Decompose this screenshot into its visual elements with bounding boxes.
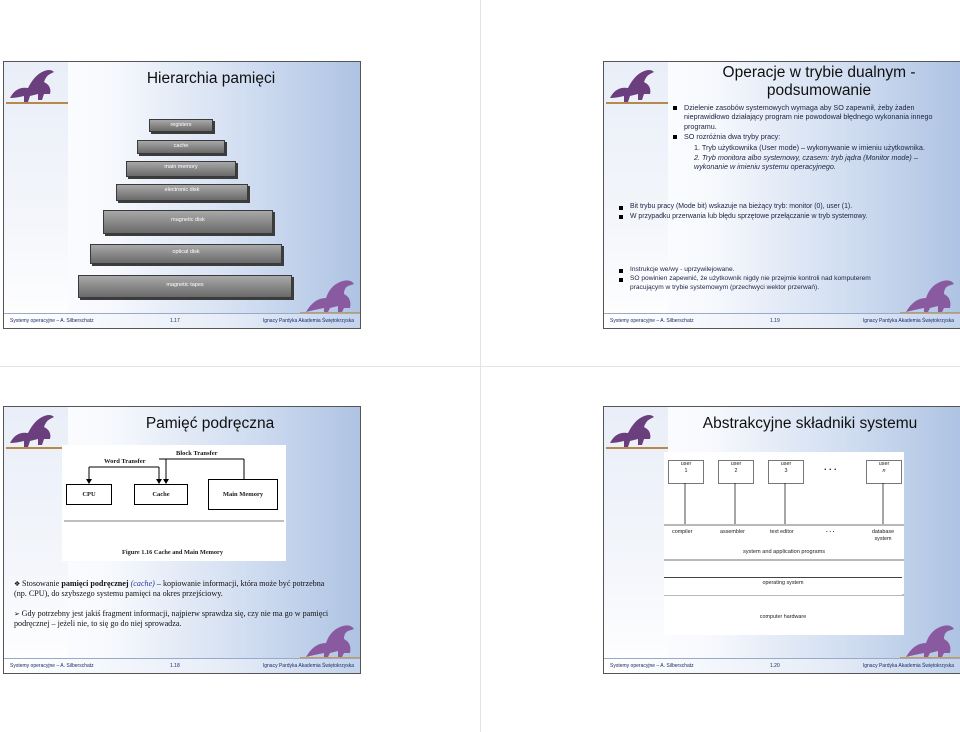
bullet-item: Bit trybu pracy (Mode bit) wskazuje na b… xyxy=(618,203,918,212)
bullet-item: Instrukcje we/wy - uprzywilejowane. xyxy=(618,266,896,274)
footer-author: Systemy operacyjne – A. Silberschatz xyxy=(610,663,694,669)
footer-publisher: Ignacy Pardyka Akademia Świętokrzyska xyxy=(862,663,954,669)
slide-footer: Systemy operacyjne – A. Silberschatz 1.1… xyxy=(4,313,360,328)
footer-page-number: 1.18 xyxy=(170,663,180,669)
program-compiler: compiler xyxy=(672,529,693,535)
footer-publisher: Ignacy Pardyka Akademia Świętokrzyska xyxy=(262,663,354,669)
dinosaur-icon xyxy=(606,70,668,104)
system-application-programs-label: system and application programs xyxy=(742,549,826,555)
cpu-box: CPU xyxy=(66,484,112,505)
dinosaur-icon xyxy=(6,415,68,449)
footer-page-number: 1.20 xyxy=(770,663,780,669)
operating-system-box: operating system xyxy=(664,577,902,595)
pyramid-level-optical-disk: optical disk xyxy=(90,244,282,264)
bullet-list-mode-bit: Bit trybu pracy (Mode bit) wskazuje na b… xyxy=(618,203,918,223)
slide-stripe xyxy=(4,407,68,673)
pyramid-level-registers: registers xyxy=(149,119,213,132)
pyramid-level-magnetic-tapes: magnetic tapes xyxy=(78,275,292,298)
dinosaur-icon xyxy=(6,70,68,104)
bullet-list-main: Dzielenie zasobów systemowych wymaga aby… xyxy=(672,103,944,173)
cache-paragraph-2: ➢ Gdy potrzebny jest jakiś fragment info… xyxy=(14,609,329,628)
program-ellipsis: . . . xyxy=(826,528,835,534)
footer-author: Systemy operacyjne – A. Silberschatz xyxy=(10,663,94,669)
pyramid-level-main-memory: main memory xyxy=(126,161,236,177)
computer-hardware-box: computer hardware xyxy=(664,612,902,628)
slide-stripe xyxy=(4,62,68,328)
bullet-item: SO rozróżnia dwa tryby pracy: xyxy=(672,132,944,141)
slide-cache-memory: Pamięć podręczna Word Transfer Block Tra… xyxy=(3,406,361,674)
program-text-editor: text editor xyxy=(770,529,794,535)
slide-title: Abstrakcyjne składniki systemu xyxy=(702,415,918,432)
diamond-bullet-icon: ❖ xyxy=(14,580,23,588)
block-transfer-label: Block Transfer xyxy=(176,450,218,457)
arrow-bullet-icon: ➢ xyxy=(14,610,22,618)
cache-diagram-figure: Word Transfer Block Transfer CPU Cache M… xyxy=(62,445,286,561)
footer-page-number: 1.19 xyxy=(770,318,780,324)
cache-paragraph-1: ❖ Stosowanie pamięci podręcznej (cache) … xyxy=(14,579,325,598)
slide-title: Operacje w trybie dualnym - podsumowanie xyxy=(722,64,916,99)
sub-item: 1. Tryb użytkownika (User mode) – wykony… xyxy=(694,142,925,152)
slide-dual-mode: Operacje w trybie dualnym - podsumowanie… xyxy=(603,61,960,329)
transfer-arrows xyxy=(64,458,284,522)
main-memory-box: Main Memory xyxy=(208,479,278,510)
slide-footer: Systemy operacyjne – A. Silberschatz 1.1… xyxy=(604,313,960,328)
dinosaur-icon xyxy=(900,280,960,314)
pyramid-level-electronic-disk: electronic disk xyxy=(116,184,248,201)
dinosaur-icon xyxy=(606,415,668,449)
program-database-system: database system xyxy=(871,529,895,542)
footer-author: Systemy operacyjne – A. Silberschatz xyxy=(10,318,94,324)
page-divider-horizontal xyxy=(0,366,960,367)
dinosaur-icon xyxy=(300,280,360,314)
bullet-item: Dzielenie zasobów systemowych wymaga aby… xyxy=(672,103,944,131)
word-transfer-label: Word Transfer xyxy=(104,458,146,465)
slide-footer: Systemy operacyjne – A. Silberschatz 1.2… xyxy=(604,658,960,673)
footer-page-number: 1.17 xyxy=(170,318,180,324)
slide-memory-hierarchy: Hierarchia pamięci registers cache main … xyxy=(3,61,361,329)
dinosaur-icon xyxy=(900,625,960,659)
footer-publisher: Ignacy Pardyka Akademia Świętokrzyska xyxy=(262,318,354,324)
slide-footer: Systemy operacyjne – A. Silberschatz 1.1… xyxy=(4,658,360,673)
slide-title: Hierarchia pamięci xyxy=(146,70,276,87)
connection-lines xyxy=(664,483,904,596)
figure-caption: Figure 1.16 Cache and Main Memory xyxy=(122,549,223,556)
bullet-item: SO powinien zapewnić, że użytkownik nigd… xyxy=(618,275,896,292)
slide-title: Pamięć podręczna xyxy=(145,415,275,432)
pyramid-level-magnetic-disk: magnetic disk xyxy=(103,210,273,234)
dinosaur-icon xyxy=(300,625,360,659)
program-assembler: assembler xyxy=(720,529,745,535)
slide-stripe xyxy=(604,407,668,673)
user-ellipsis: . . . xyxy=(824,462,837,472)
bullet-item: W przypadku przerwania lub błędu sprzęto… xyxy=(618,213,918,222)
footer-author: Systemy operacyjne – A. Silberschatz xyxy=(610,318,694,324)
pyramid-level-cache: cache xyxy=(137,140,225,154)
footer-publisher: Ignacy Pardyka Akademia Świętokrzyska xyxy=(862,318,954,324)
cache-box: Cache xyxy=(134,484,188,505)
slide-stripe xyxy=(604,62,668,328)
bullet-list-io: Instrukcje we/wy - uprzywilejowane. SO p… xyxy=(618,266,896,293)
sub-item: 2. Tryb monitora albo systemowy, czasem:… xyxy=(694,153,918,172)
